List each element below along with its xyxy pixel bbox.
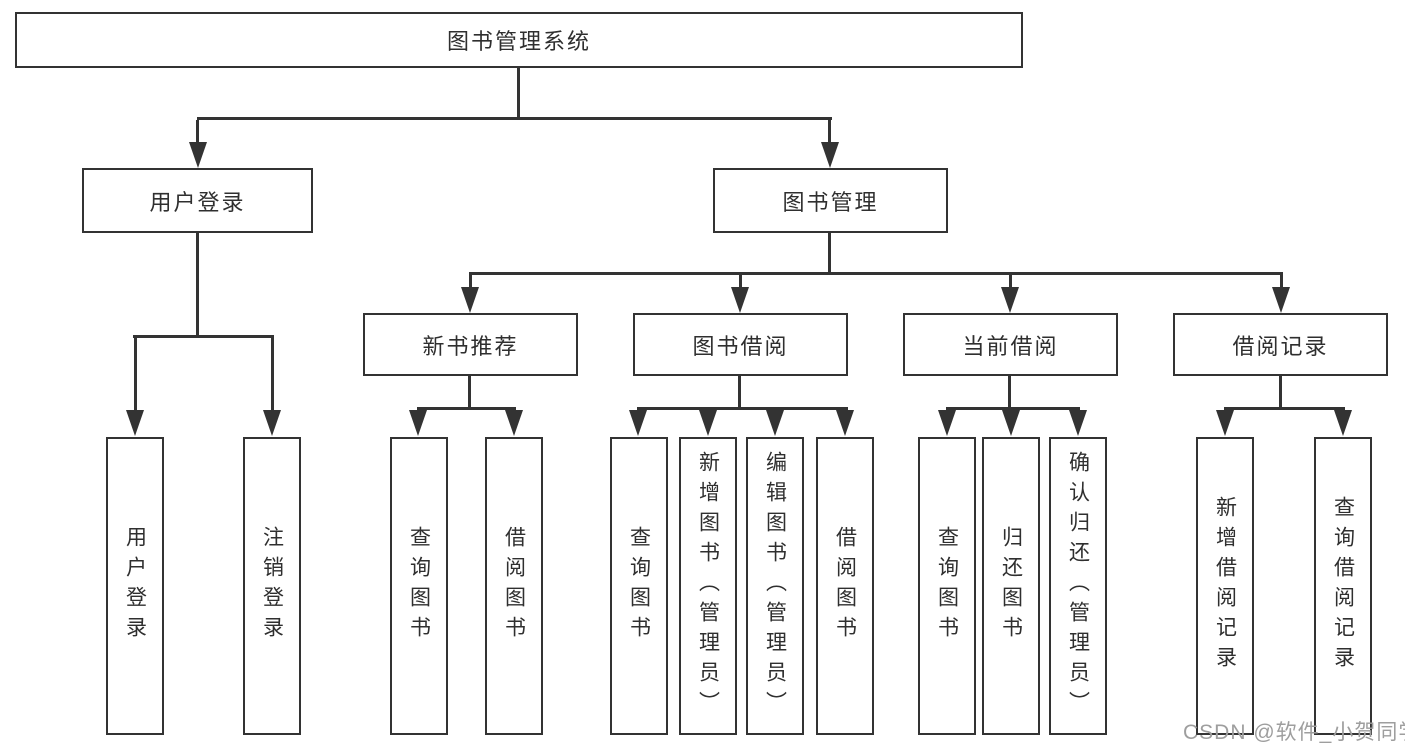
leaf-label: 借阅图书 [502,526,526,646]
node-root-library-system: 图书管理系统 [15,12,1023,68]
connector-hline [1224,407,1345,410]
leaf-query-borrow-record: 查询借阅记录 [1314,437,1372,735]
arrowhead-down-icon [263,410,281,436]
leaf-label: 编辑图书（管理员） [763,451,787,721]
node-label: 图书管理系统 [446,29,591,54]
arrowhead-down-icon [629,410,647,436]
connector-hline [637,407,848,410]
connector-vline [828,120,831,144]
connector-vline [738,376,741,410]
node-borrowing-records: 借阅记录 [1173,313,1388,376]
node-current-borrowing: 当前借阅 [903,313,1118,376]
connector-hline [197,117,832,120]
arrowhead-down-icon [699,410,717,436]
node-new-book-recommend: 新书推荐 [363,313,578,376]
node-book-borrowing: 图书借阅 [633,313,848,376]
connector-vline [828,233,831,275]
arrowhead-down-icon [1216,410,1234,436]
leaf-label: 新增图书（管理员） [696,451,720,721]
connector-vline [1279,376,1282,410]
arrowhead-down-icon [1069,410,1087,436]
leaf-label: 归还图书 [999,526,1023,646]
leaf-query-books-current: 查询图书 [918,437,976,735]
arrowhead-down-icon [1001,287,1019,313]
leaf-label: 查询图书 [407,526,431,646]
connector-vline [196,233,199,338]
leaf-label: 新增借阅记录 [1213,496,1237,676]
connector-vline [469,275,472,289]
leaf-logout: 注销登录 [243,437,301,735]
connector-hline [133,335,274,338]
leaf-label: 确认归还（管理员） [1066,451,1090,721]
leaf-label: 借阅图书 [833,526,857,646]
node-book-management: 图书管理 [713,168,948,233]
node-label: 当前借阅 [962,333,1059,359]
arrowhead-down-icon [461,287,479,313]
leaf-add-borrow-record: 新增借阅记录 [1196,437,1254,735]
csdn-watermark: CSDN @软件_小贺同学 [1183,721,1405,744]
connector-hline [469,272,1283,275]
leaf-return-books: 归还图书 [982,437,1040,735]
arrowhead-down-icon [821,142,839,168]
leaf-borrow-books-borrowing: 借阅图书 [816,437,874,735]
leaf-confirm-return-admin: 确认归还（管理员） [1049,437,1107,735]
node-label: 图书借阅 [692,333,789,359]
connector-vline [468,376,471,410]
node-label: 图书管理 [782,189,879,215]
connector-vline [1280,275,1283,289]
arrowhead-down-icon [766,410,784,436]
leaf-edit-books-admin: 编辑图书（管理员） [746,437,804,735]
leaf-label: 用户登录 [123,526,147,646]
connector-hline [417,407,516,410]
arrowhead-down-icon [409,410,427,436]
leaf-query-books-borrowing: 查询图书 [610,437,668,735]
leaf-borrow-books-recommend: 借阅图书 [485,437,543,735]
node-label: 用户登录 [149,189,246,215]
node-user-login: 用户登录 [82,168,313,233]
connector-vline [134,338,137,412]
arrowhead-down-icon [938,410,956,436]
arrowhead-down-icon [1002,410,1020,436]
node-label: 借阅记录 [1232,333,1329,359]
connector-vline [1008,376,1011,410]
arrowhead-down-icon [126,410,144,436]
arrowhead-down-icon [836,410,854,436]
arrowhead-down-icon [731,287,749,313]
leaf-user-login: 用户登录 [106,437,164,735]
connector-vline [196,120,199,144]
leaf-label: 查询图书 [627,526,651,646]
connector-vline [1009,275,1012,289]
arrowhead-down-icon [1334,410,1352,436]
arrowhead-down-icon [189,142,207,168]
leaf-add-books-admin: 新增图书（管理员） [679,437,737,735]
leaf-label: 查询图书 [935,526,959,646]
connector-vline [271,338,274,412]
connector-vline [739,275,742,289]
arrowhead-down-icon [505,410,523,436]
leaf-label: 查询借阅记录 [1331,496,1355,676]
connector-vline [517,67,520,120]
leaf-label: 注销登录 [260,526,284,646]
node-label: 新书推荐 [422,333,519,359]
leaf-query-books-recommend: 查询图书 [390,437,448,735]
arrowhead-down-icon [1272,287,1290,313]
connector-hline [946,407,1080,410]
